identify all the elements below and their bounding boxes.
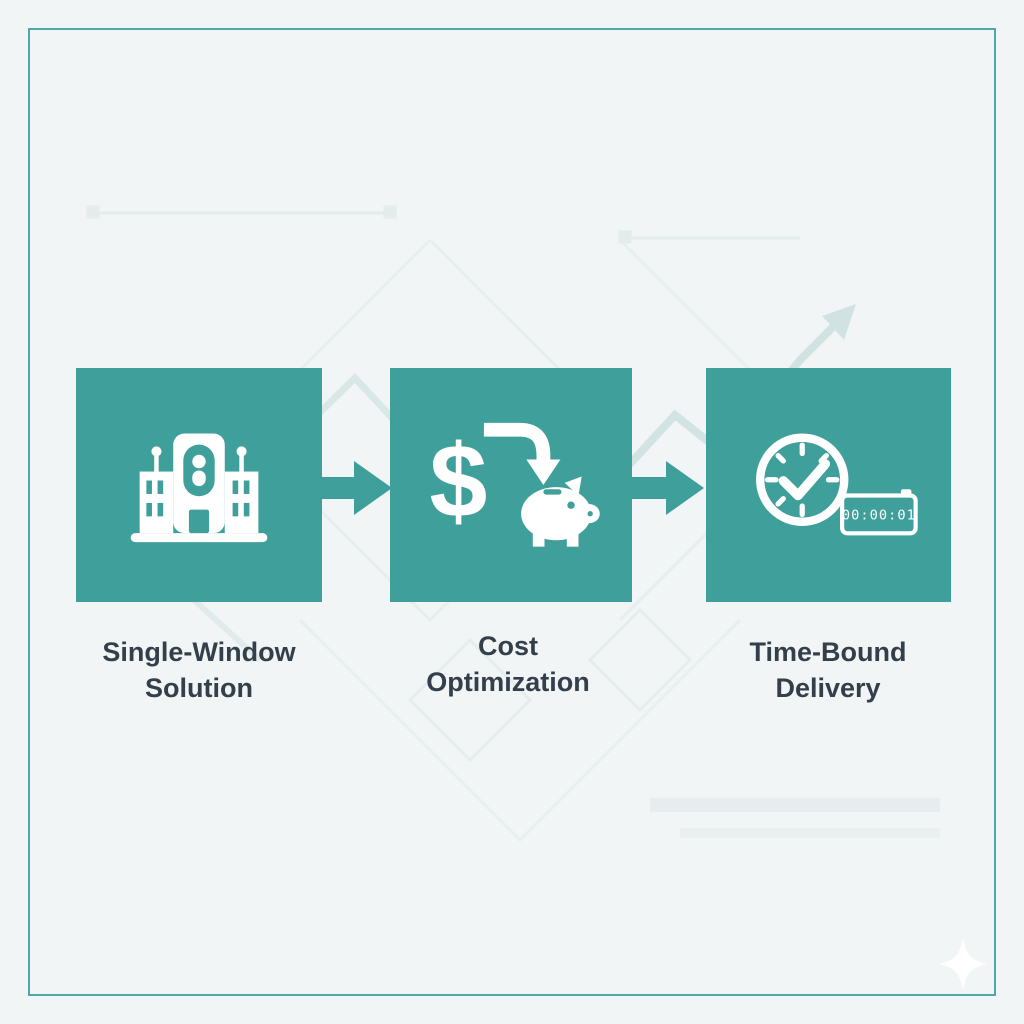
clock-timer-icon: 00:00:01 [755,433,918,536]
step-card-time-bound: 00:00:01 [706,368,951,602]
dollar-sign: $ [429,424,487,540]
flow-arrow [628,461,704,515]
digital-timer-icon: 00:00:01 [839,489,918,536]
step-card-cost-optimization: $ [390,368,632,602]
step-label-time-bound: Time-Bound Delivery [749,637,907,704]
sparkle-icon [939,938,987,990]
step-label-cost-optimization: Cost Optimization [426,631,590,698]
step-label-single-window: Single-Window Solution [102,637,296,704]
timer-display: 00:00:01 [841,508,915,524]
dollar-piggy-bank-icon: $ [429,422,600,547]
piggy-bank-icon [521,476,600,547]
flow-arrow [316,461,392,515]
building-icon [130,433,268,543]
step-card-single-window [76,368,322,602]
